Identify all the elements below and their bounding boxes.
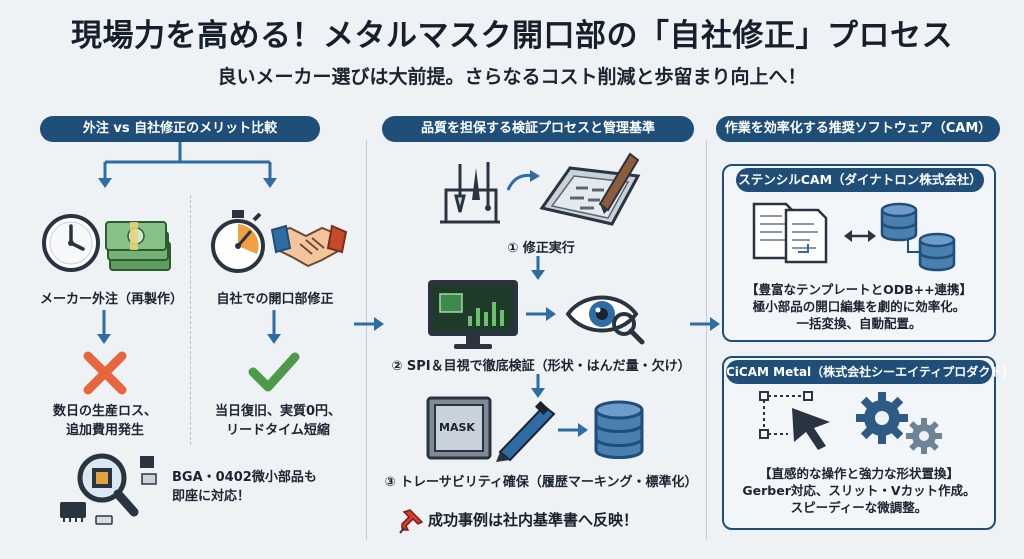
edit-cursor-icon	[759, 391, 830, 450]
gears-icon	[856, 392, 942, 454]
documents-icon	[752, 202, 828, 264]
inhouse-result-line1: 当日復旧、実質0円、	[214, 404, 342, 419]
magnifier-chip-icon	[60, 453, 157, 525]
step2-down-arrow	[531, 374, 545, 398]
mask-plate-icon	[426, 396, 556, 462]
step1-down-arrow	[531, 256, 545, 280]
inhouse-down-arrow	[267, 310, 281, 344]
step2-label: ② SPI＆目視で徹底検証（形状・はんだ量・欠け）	[391, 359, 691, 374]
cam1-line1: 【豊富なテンプレートとODB++連携】	[745, 282, 973, 297]
inhouse-label: 自社での開口部修正	[216, 292, 334, 307]
clock-icon	[42, 214, 100, 272]
check-icon	[248, 352, 300, 392]
branch-connector	[98, 142, 277, 188]
outsource-result-line2: 追加費用発生	[65, 423, 144, 438]
cam1-title: ステンシルCAM（ダイナトロン株式会社）	[736, 168, 984, 192]
eye-inspection-icon	[565, 295, 645, 345]
cam2-line1: 【直感的な操作と強力な形状置換】	[758, 466, 959, 481]
cam-card-cicam	[722, 356, 996, 530]
micro-parts-note: BGA・0402微小部品も 即座に対応！	[172, 468, 342, 506]
outsource-label: メーカー外注（再製作）	[40, 292, 184, 307]
database-icon	[594, 400, 644, 459]
cam2-line3: スピーディーな微調整。	[790, 500, 928, 515]
spi-monitor-icon	[428, 280, 518, 349]
cross-icon	[83, 351, 127, 395]
stopwatch-icon	[211, 210, 265, 273]
spi-to-eye-arrow	[526, 307, 556, 321]
right-section-heading: 作業を効率化する推奨ソフトウェア（CAM）	[716, 116, 1000, 142]
column-divider-right	[706, 140, 707, 540]
step1-label: ① 修正実行	[507, 241, 575, 256]
column-divider-left	[366, 140, 367, 540]
stencil-edit-icon	[539, 152, 641, 226]
inhouse-result-line2: リードタイム短縮	[226, 423, 330, 438]
middle-section-heading: 品質を担保する検証プロセスと管理基準	[382, 116, 694, 142]
inhouse-result: 当日復旧、実質0円、 リードタイム短縮	[198, 402, 358, 440]
curved-arrow-icon	[506, 170, 540, 191]
cam1-database-icon	[880, 202, 956, 272]
page-title: 現場力を高める！メタルマスク開口部の「自社修正」プロセス	[71, 18, 953, 54]
micro-parts-note-line1: BGA・0402微小部品も	[172, 470, 317, 485]
tool-rack-icon	[440, 162, 500, 224]
left-section-heading: 外注 vs 自社修正のメリット比較	[40, 116, 320, 142]
step3-label: ③ トレーサビリティ確保（履歴マーキング・標準化）	[384, 475, 698, 490]
cam2-description: 【直感的な操作と強力な形状置換】 Gerber対応、スリット・Vカット作成。 ス…	[726, 465, 992, 516]
mask-to-db-arrow	[558, 423, 588, 437]
comparison-divider	[190, 195, 191, 445]
outsource-result: 数日の生産ロス、 追加費用発生	[30, 402, 180, 440]
cam1-description: 【豊富なテンプレートとODB++連携】 極小部品の開口編集を劇的に効率化。 一括…	[726, 281, 992, 332]
micro-parts-note-line2: 即座に対応！	[172, 489, 251, 504]
conclusion-text: 成功事例は社内基準書へ反映！	[428, 511, 639, 529]
page-subtitle: 良いメーカー選びは大前提。さらなるコスト削減と歩留まり向上へ！	[217, 66, 807, 88]
money-stack-icon	[105, 221, 171, 271]
outsource-down-arrow	[97, 310, 111, 344]
outsource-result-line1: 数日の生産ロス、	[52, 404, 157, 419]
cam2-title: CiCAM Metal（株式会社シーエイティプロダクト）	[726, 360, 1014, 384]
arrow-left-to-middle	[354, 317, 384, 331]
cam1-line2: 極小部品の開口編集を劇的に効率化。	[752, 299, 966, 314]
cam1-line3: 一括変換、自動配置。	[796, 316, 922, 331]
handshake-icon	[270, 224, 348, 268]
arrow-middle-to-right	[690, 317, 720, 331]
pushpin-icon	[399, 509, 424, 534]
cam2-line2: Gerber対応、スリット・Vカット作成。	[742, 483, 976, 498]
bidirectional-arrow	[844, 230, 876, 242]
mask-text: MASK	[439, 421, 475, 434]
